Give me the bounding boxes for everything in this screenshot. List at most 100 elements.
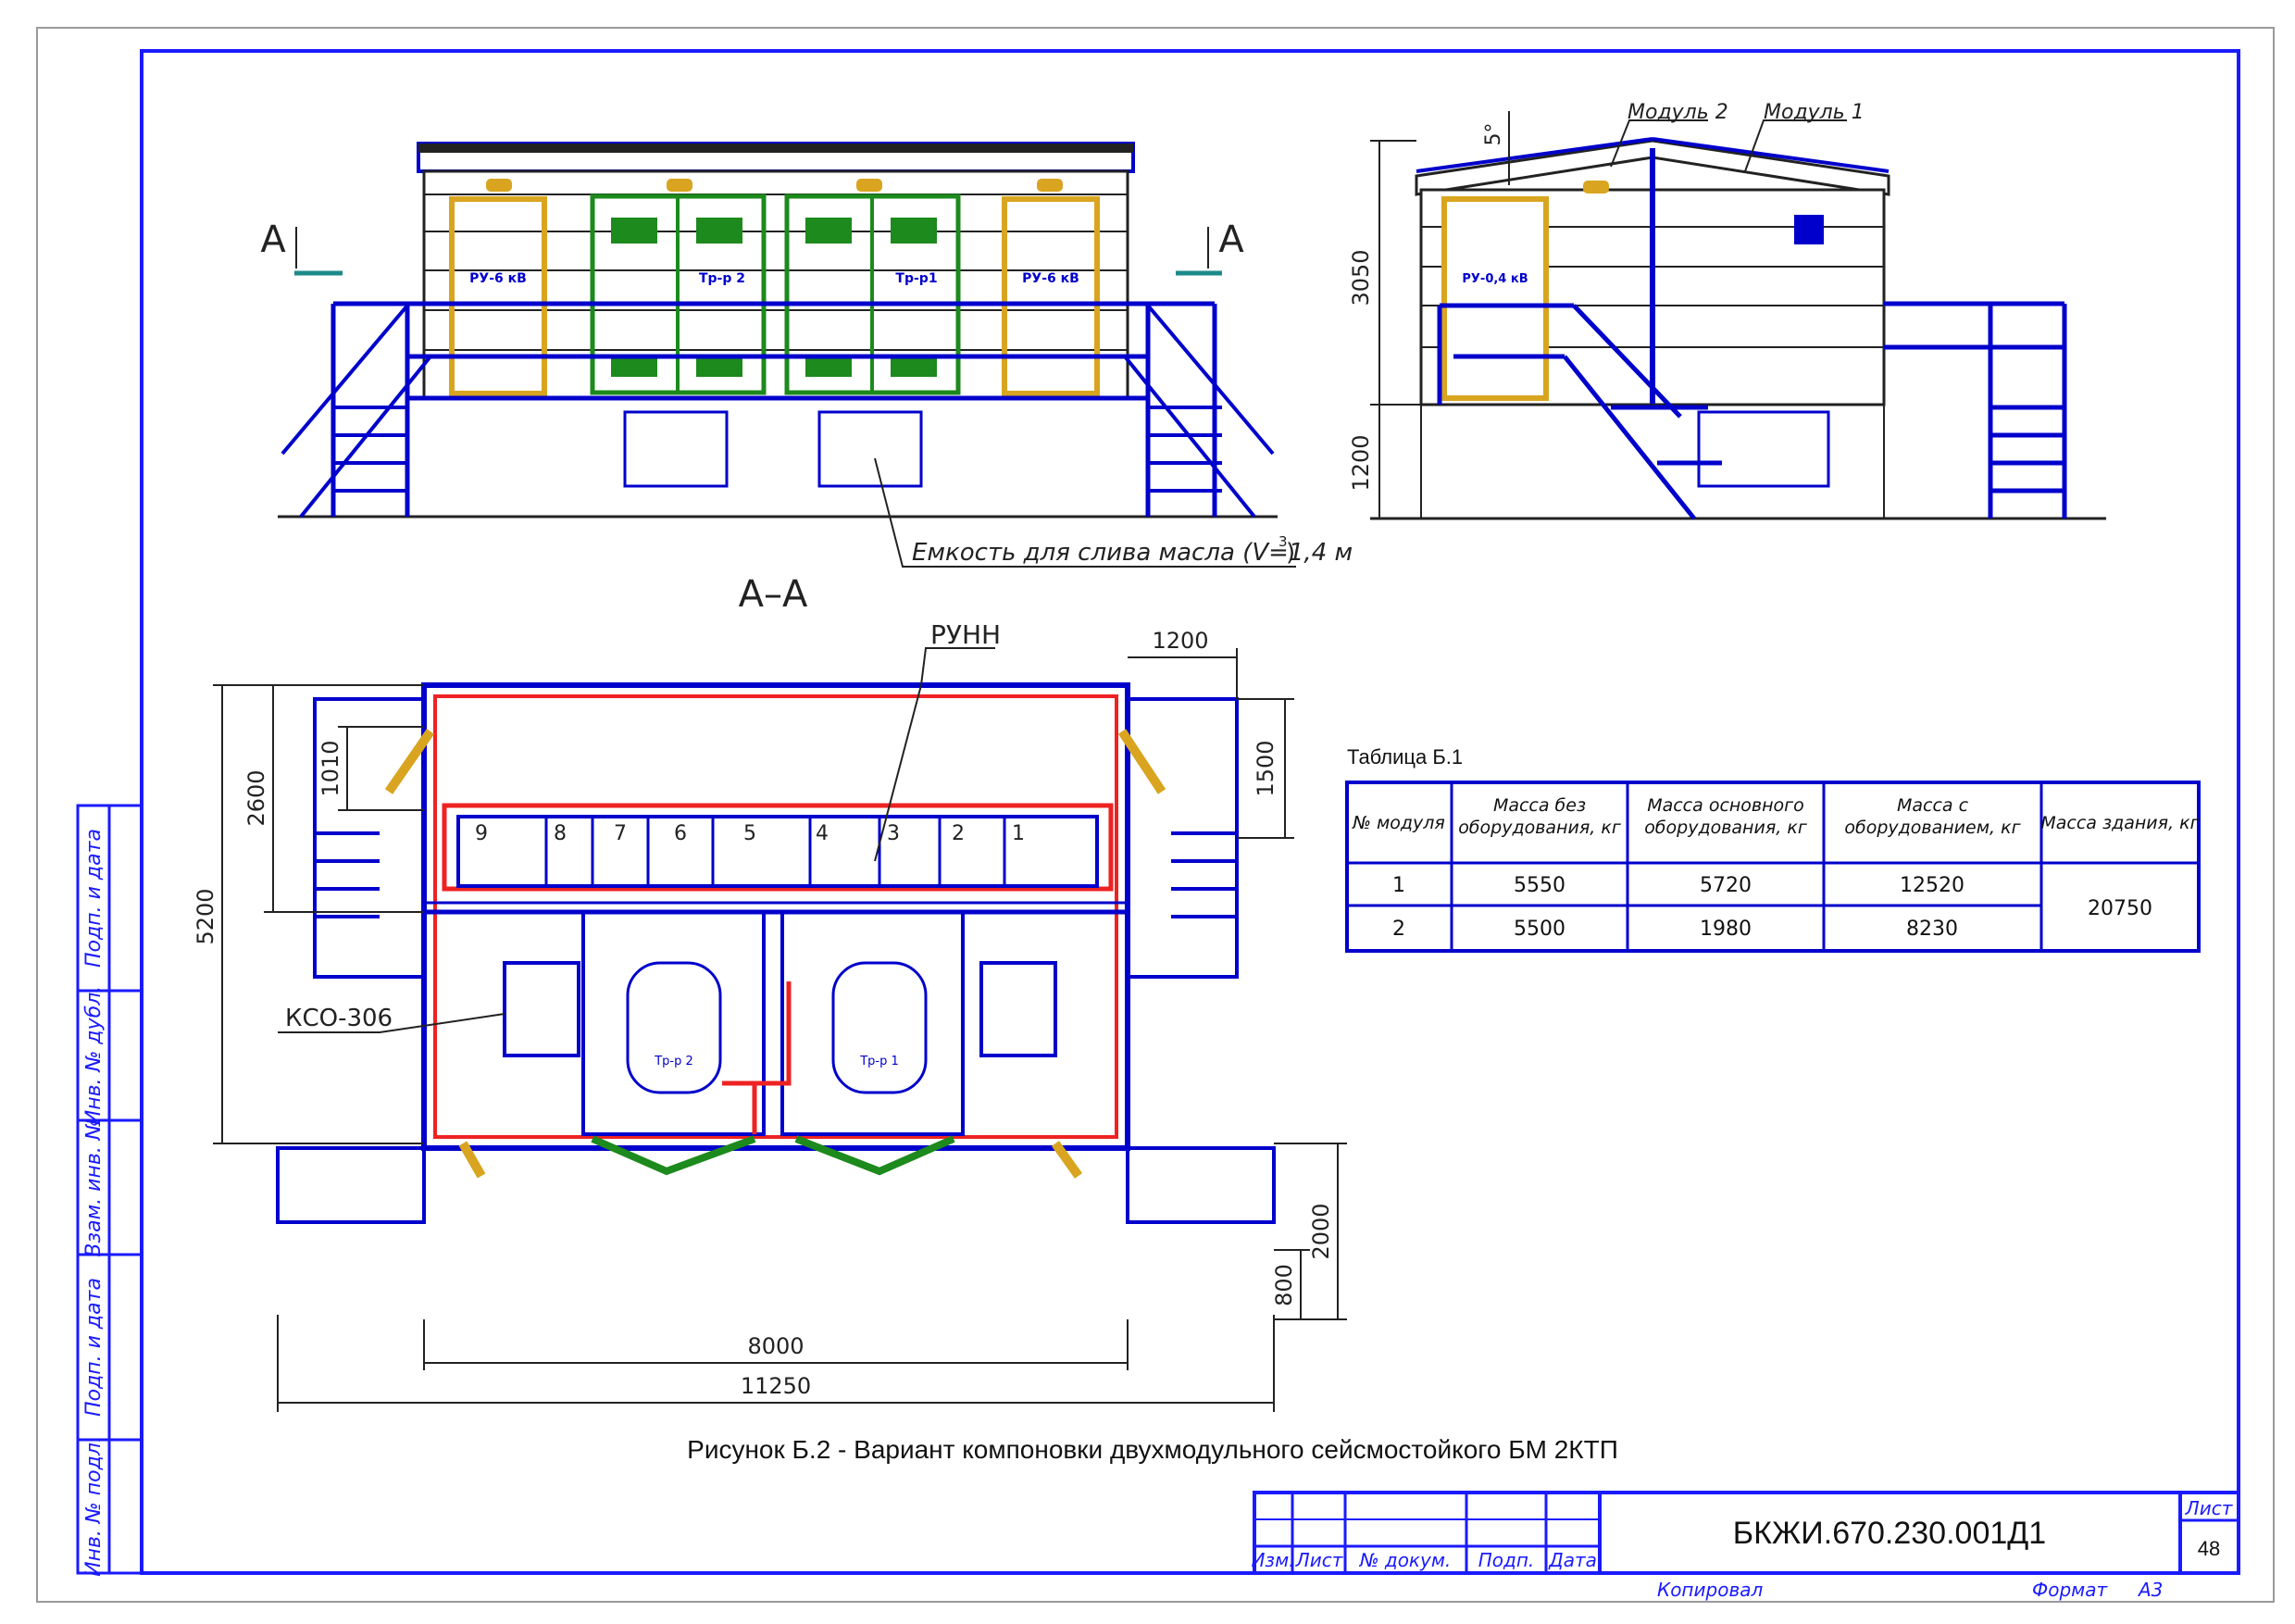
transformer-1	[831, 961, 928, 1094]
plan-gates	[591, 1135, 955, 1176]
panel-number: 2	[952, 822, 965, 845]
tr1-chamber	[780, 910, 965, 1136]
door-label: Тр-р 2	[699, 271, 745, 286]
table-cell: 8230	[1906, 918, 1958, 941]
panel-number: 4	[816, 822, 829, 845]
oil-tank-note: Емкость для слива масла (V=1,4 м	[912, 539, 1353, 567]
dim: 2000	[1308, 1203, 1334, 1259]
front-view: РУ-6 кВ Тр-р 2 Тр-р1 РУ-6 кВ	[260, 142, 1353, 568]
kso-label: КСО-306	[285, 1005, 393, 1032]
tb-col: Изм.	[1251, 1549, 1294, 1571]
door-ru6-right	[1002, 196, 1100, 396]
tr-label: Тр-р 2	[654, 1055, 693, 1068]
side-railings	[1437, 301, 2067, 520]
dim: 5200	[193, 888, 218, 944]
plan-walls	[421, 682, 1130, 1151]
panel-number: 8	[554, 822, 567, 845]
door-ru6-left	[449, 196, 547, 396]
table-header: Масса основного оборудования, кг	[1644, 795, 1807, 838]
runn-label: РУНН	[930, 619, 1001, 650]
runn-panels	[456, 815, 1099, 888]
svg-text:): )	[1286, 539, 1295, 567]
tb-col: Дата	[1548, 1549, 1597, 1571]
dim: 800	[1271, 1264, 1297, 1306]
strip-label: Инв. № дубл.	[82, 986, 106, 1126]
door-label: РУ-6 кВ	[469, 271, 527, 286]
dim-1200: 1200	[1348, 434, 1374, 491]
strip-label: Инв. № подл.	[82, 1436, 106, 1577]
plan-platforms	[276, 697, 1276, 1224]
strip-label: Подп. и дата	[82, 829, 106, 968]
dim: 1010	[318, 740, 343, 796]
tb-col: № докум.	[1359, 1549, 1452, 1571]
mass-table: Таблица Б.1 № модуля Масса без оборудова…	[1345, 745, 2201, 953]
plan-section: А–А 9 8 7 6 5 4 3 2 1	[193, 573, 1347, 1412]
dim: 1200	[1152, 628, 1208, 654]
stairs-left	[281, 304, 432, 518]
panel-number: 9	[475, 822, 488, 845]
louvres	[611, 218, 937, 377]
panel-number: 1	[1012, 822, 1025, 845]
building-wall	[422, 169, 1129, 400]
door-label: РУ-0,4 кВ	[1462, 272, 1528, 286]
side-strip: Подп. и дата Инв. № дубл. Взам. инв. № П…	[76, 804, 143, 1577]
tr-label: Тр-р 1	[859, 1055, 899, 1068]
table-cell-building-mass: 20750	[2088, 897, 2152, 920]
oil-tank-right	[817, 410, 923, 488]
panel-number: 3	[887, 822, 900, 845]
panel-number: 5	[743, 822, 756, 845]
table-header: Масса здания, кг	[2040, 813, 2200, 833]
door-ru04	[1441, 196, 1549, 401]
section-mark-left: А	[260, 219, 286, 261]
table-cell: 1	[1392, 874, 1405, 897]
oil-tank-left	[623, 410, 729, 488]
table-cell: 5720	[1700, 874, 1752, 897]
sheet-number: 48	[2198, 1537, 2220, 1560]
designation: БКЖИ.670.230.001Д1	[1733, 1516, 2046, 1551]
table-header: Масса с оборудованием, кг	[1844, 795, 2021, 838]
kso-right	[979, 961, 1057, 1057]
title-block: Изм. Лист № докум. Подп. Дата Лист БКЖИ.…	[1251, 1491, 2240, 1601]
side-view: РУ-0,4 кВ 3050 1200	[1348, 101, 2106, 520]
dim: 2600	[243, 769, 269, 826]
table-header: Масса без оборудования, кг	[1458, 795, 1621, 838]
vent-grille	[1794, 215, 1824, 244]
roof-slope: 5°	[1482, 123, 1505, 146]
figure-caption: Рисунок Б.2 - Вариант компоновки двухмод…	[687, 1435, 1618, 1464]
kso-left	[503, 961, 580, 1057]
plan-doors	[384, 729, 1166, 1179]
dim: 11250	[741, 1373, 811, 1399]
copied-label: Копировал	[1657, 1579, 1763, 1601]
table-header: № модуля	[1352, 813, 1445, 833]
module-2-label: Модуль 2	[1628, 101, 1728, 124]
panel-number: 6	[674, 822, 687, 845]
platform-railing	[331, 301, 1217, 517]
table-cell: 1980	[1700, 918, 1752, 941]
panel-number: 7	[614, 822, 627, 845]
table-title: Таблица Б.1	[1347, 745, 1463, 768]
dim: 1500	[1253, 740, 1278, 796]
tb-sheet-label: Лист	[2185, 1497, 2234, 1519]
transformer-2	[626, 961, 722, 1094]
table-cell: 2	[1392, 918, 1405, 941]
section-mark-right: А	[1218, 219, 1244, 261]
format-label: Формат	[2032, 1579, 2108, 1601]
module-1-label: Модуль 1	[1764, 101, 1865, 124]
dim: 8000	[747, 1333, 804, 1359]
format-value: А3	[2137, 1579, 2163, 1601]
tr2-chamber	[581, 910, 766, 1136]
dim-3050: 3050	[1348, 249, 1374, 306]
table-cell: 12520	[1900, 874, 1964, 897]
door-label: Тр-р1	[895, 271, 937, 286]
strip-label: Подп. и дата	[82, 1278, 106, 1417]
door-label: РУ-6 кВ	[1022, 271, 1079, 286]
table-cell: 5500	[1514, 918, 1565, 941]
table-cell: 5550	[1514, 874, 1565, 897]
foundation	[405, 396, 1150, 518]
tb-col: Подп.	[1478, 1549, 1535, 1571]
outer-sheet-border	[36, 27, 2275, 1603]
stairs-right	[1123, 304, 1275, 518]
strip-label: Взам. инв. №	[82, 1118, 106, 1256]
section-title: А–А	[739, 573, 808, 616]
